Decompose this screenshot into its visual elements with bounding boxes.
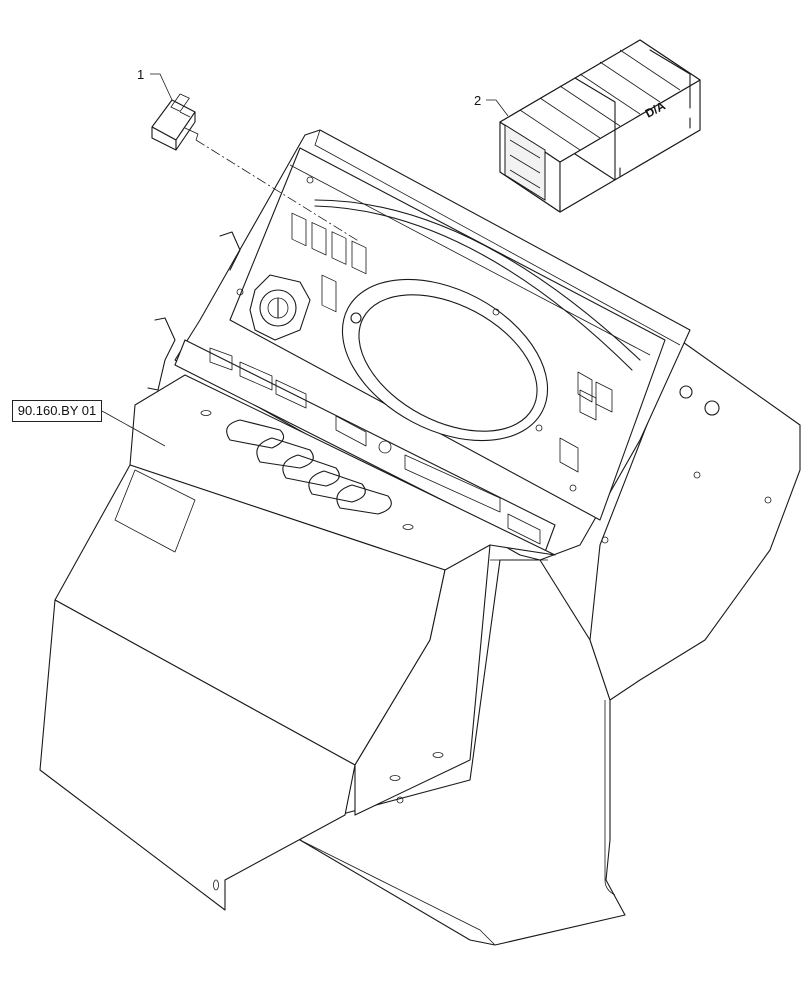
right-switch-slots	[559, 371, 613, 473]
front-cover	[39, 231, 556, 911]
rotary-knob	[249, 274, 311, 341]
leader-line-2	[486, 99, 509, 117]
leader-line-ref	[101, 410, 166, 447]
reference-link-90-160-by-01[interactable]: 90.160.BY 01	[12, 400, 102, 422]
shipping-crate-part: D/A	[499, 39, 701, 213]
upper-switch-slots	[291, 212, 367, 313]
callout-2: 2	[474, 93, 481, 108]
vent-slots	[226, 419, 392, 515]
rocker-switch-part	[151, 93, 361, 243]
leader-line-1	[150, 73, 173, 101]
instrument-panel-housing	[174, 129, 691, 561]
console-base	[299, 339, 801, 946]
callout-1: 1	[137, 67, 144, 82]
